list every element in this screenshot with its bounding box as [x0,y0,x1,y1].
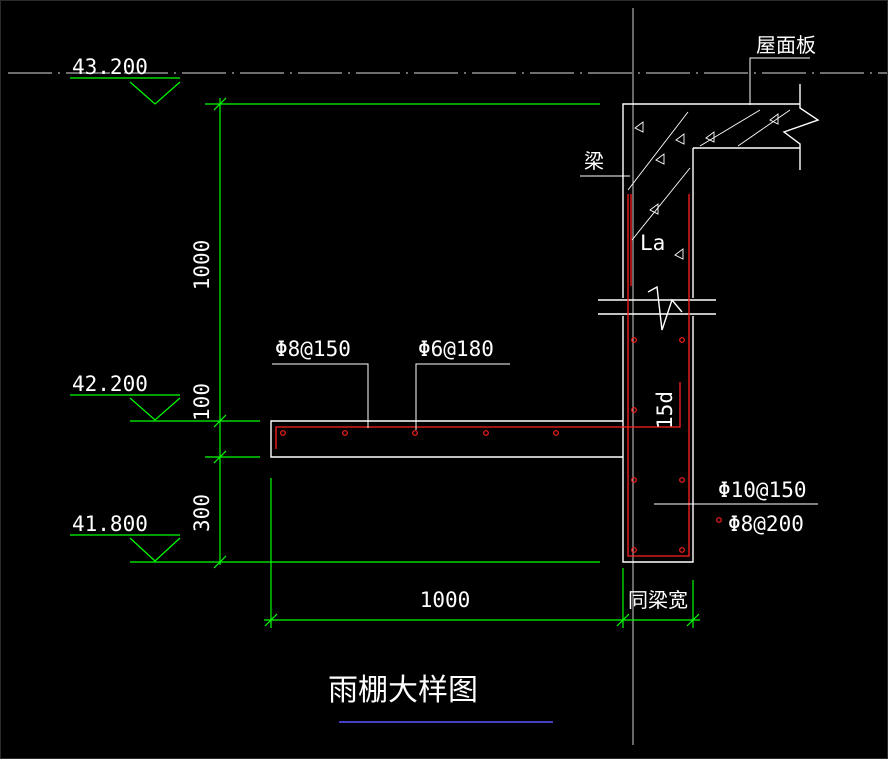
elevation-mid-triangle [129,397,181,421]
anchorage-label: La [640,231,665,255]
beam-outline-lower [622,316,694,563]
rebar-top-leader [272,363,369,428]
beam-stirrup-spec: Φ10@150 [718,478,807,502]
dimension-vertical-top: 1000 [190,240,214,291]
beam-long-rebar-spec: Φ8@200 [728,512,804,536]
canopy-slab-outline [270,420,623,458]
elevation-bottom-value: 41.800 [72,512,148,536]
elevation-top-triangle [129,81,181,105]
elevation-bottom-triangle [129,537,181,562]
beam-outline-left-upper [622,103,800,298]
canopy-top-rebar [275,382,681,449]
beam-break-zigzag [647,285,683,331]
roof-slab-leader [749,57,810,105]
beam-stirrup [627,194,690,557]
canopy-dist-rebar-spec: Φ6@180 [418,337,494,361]
dimension-canopy-length: 1000 [420,588,471,612]
beam-label: 梁 [584,149,604,173]
elevation-mid-value: 42.200 [72,372,148,396]
canopy-top-rebar-spec: Φ8@150 [275,337,351,361]
drawing-title: 雨棚大样图 [328,673,478,708]
bend-length-label: 15d [653,391,677,429]
rebar-dots [280,337,685,553]
elevation-top-value: 43.200 [72,55,148,79]
beam-long-rebar-symbol [716,517,722,523]
dimension-vertical-mid: 100 [190,383,214,421]
dimension-beam-width: 同梁宽 [628,588,688,612]
dimension-vertical-bottom: 300 [190,494,214,532]
roof-slab-break [782,84,820,170]
rebar-dist-leader [415,363,510,430]
concrete-hatch [627,109,791,260]
roof-slab-label: 屋面板 [756,33,816,57]
